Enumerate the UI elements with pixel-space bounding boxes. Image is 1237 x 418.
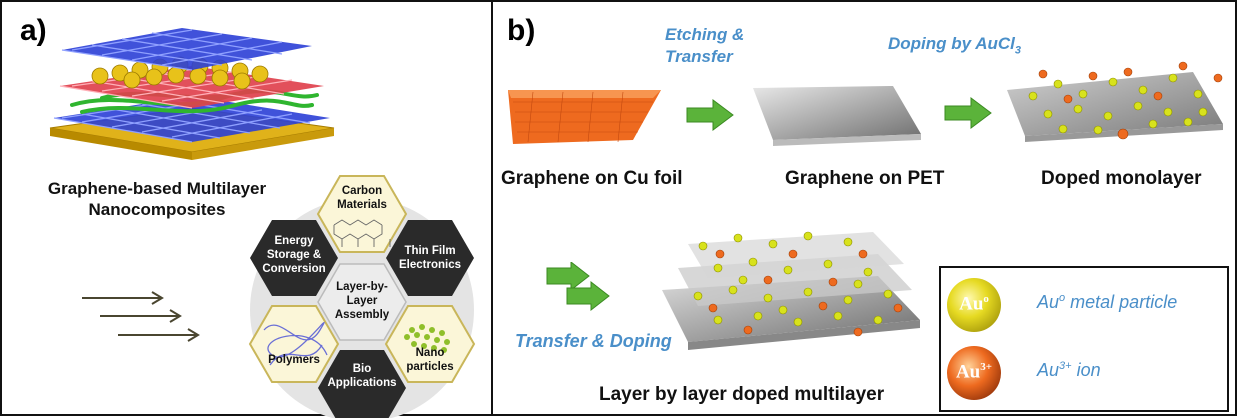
top-graphene-layer (61, 28, 312, 71)
stage-3-caption: Doped monolayer (1041, 168, 1202, 189)
au-ion-symbol-sup: 3+ (980, 361, 993, 373)
arrow-right-2 (944, 97, 992, 129)
graphene-on-cu-foil-illustration (508, 90, 661, 144)
hex-text-nano: Nano (416, 347, 445, 359)
hex-text-energy: Energy (275, 235, 315, 247)
hex-text-materials: Materials (337, 199, 387, 211)
caption-line-2: Nanocomposites (88, 200, 226, 219)
hex-text-particles: particles (406, 361, 453, 373)
hex-text-carbon: Carbon (342, 185, 382, 197)
arrow-2 (100, 309, 182, 323)
hex-text-layer-by: Layer-by- (336, 281, 388, 293)
arrows-group (82, 291, 200, 342)
au-ion-sphere: Au3+ (947, 346, 1001, 400)
stage-4-caption: Layer by layer doped multilayer (599, 384, 885, 405)
transfer-doping-label: Transfer & Doping (515, 331, 672, 351)
etching-transfer-label: Etching & Transfer (665, 24, 744, 68)
au-metal-particle-label: Auo metal particle (1037, 292, 1177, 313)
arrow-1 (82, 291, 164, 305)
legend-box: Auo Auo metal particle Au3+ Au3+ ion (939, 266, 1229, 412)
au-ion-symbol: Au (955, 361, 981, 383)
hex-nano-particles: Nano particles (384, 305, 476, 383)
doping-subscript: 3 (1014, 44, 1021, 57)
hex-layer-by-layer-assembly: Layer-by- Layer Assembly (317, 263, 407, 341)
hex-text-thin-film: Thin Film (404, 245, 455, 257)
doped-monolayer-illustration (1007, 61, 1223, 142)
arrow-right-1 (686, 99, 734, 131)
hex-text-storage: Storage & (267, 249, 321, 261)
hex-energy-storage: Energy Storage & Conversion (250, 220, 338, 296)
au-ion-label-base: Au (1037, 360, 1060, 380)
stage-1-caption: Graphene on Cu foil (501, 168, 683, 189)
hex-text-applications: Applications (327, 377, 396, 389)
au-label-rest: metal particle (1065, 292, 1178, 312)
au-metal-particle-sphere: Auo (947, 278, 1001, 332)
hex-carbon-materials: Carbon Materials (316, 175, 408, 253)
hex-text-bio: Bio (353, 363, 372, 375)
panel-a-label: a) (20, 14, 47, 47)
doping-aucl3-label: Doping by AuCl3 (888, 34, 1021, 56)
caption-line-1: Graphene-based Multilayer (47, 179, 267, 198)
hex-thin-film-electronics: Thin Film Electronics (386, 220, 474, 296)
doping-text: Doping by AuCl (888, 34, 1015, 53)
hex-text-polymers: Polymers (268, 354, 320, 366)
multilayer-nanocomposite-illustration (49, 28, 335, 160)
nanocomposite-caption: Graphene-based Multilayer Nanocomposites (2, 178, 312, 220)
panel-b-label: b) (507, 14, 536, 47)
arrow-3 (118, 328, 200, 342)
au-symbol: Au (959, 293, 984, 315)
hex-text-assembly: Assembly (335, 309, 390, 321)
hex-polymers: Polymers (248, 305, 340, 383)
hex-text-conversion: Conversion (262, 263, 325, 275)
au-ion-label-rest: ion (1071, 360, 1101, 380)
hex-text-layer: Layer (347, 295, 378, 307)
au-label-base: Au (1037, 292, 1060, 312)
au-ion-label-sup: 3+ (1059, 360, 1072, 372)
stage-2-caption: Graphene on PET (785, 168, 945, 189)
panel-b: b) Etching & Transfer Doping by AuCl3 (491, 0, 1237, 416)
hex-bio-applications: Bio Applications (318, 350, 406, 418)
au-symbol-sup: o (983, 293, 989, 305)
doped-multilayer-illustration (662, 231, 920, 350)
au-label-sup: o (1059, 292, 1066, 304)
etching-line: Etching & (665, 25, 745, 44)
hexagon-applications-diagram: Carbon Materials Energy Storage & Conver… (248, 175, 476, 418)
hex-text-electronics: Electronics (399, 259, 461, 271)
au-ion-label: Au3+ ion (1037, 360, 1101, 381)
transfer-line: Transfer (665, 47, 733, 66)
panel-a: a) (0, 0, 493, 418)
double-arrow-transfer (546, 262, 610, 312)
graphene-on-pet-illustration (753, 86, 921, 146)
